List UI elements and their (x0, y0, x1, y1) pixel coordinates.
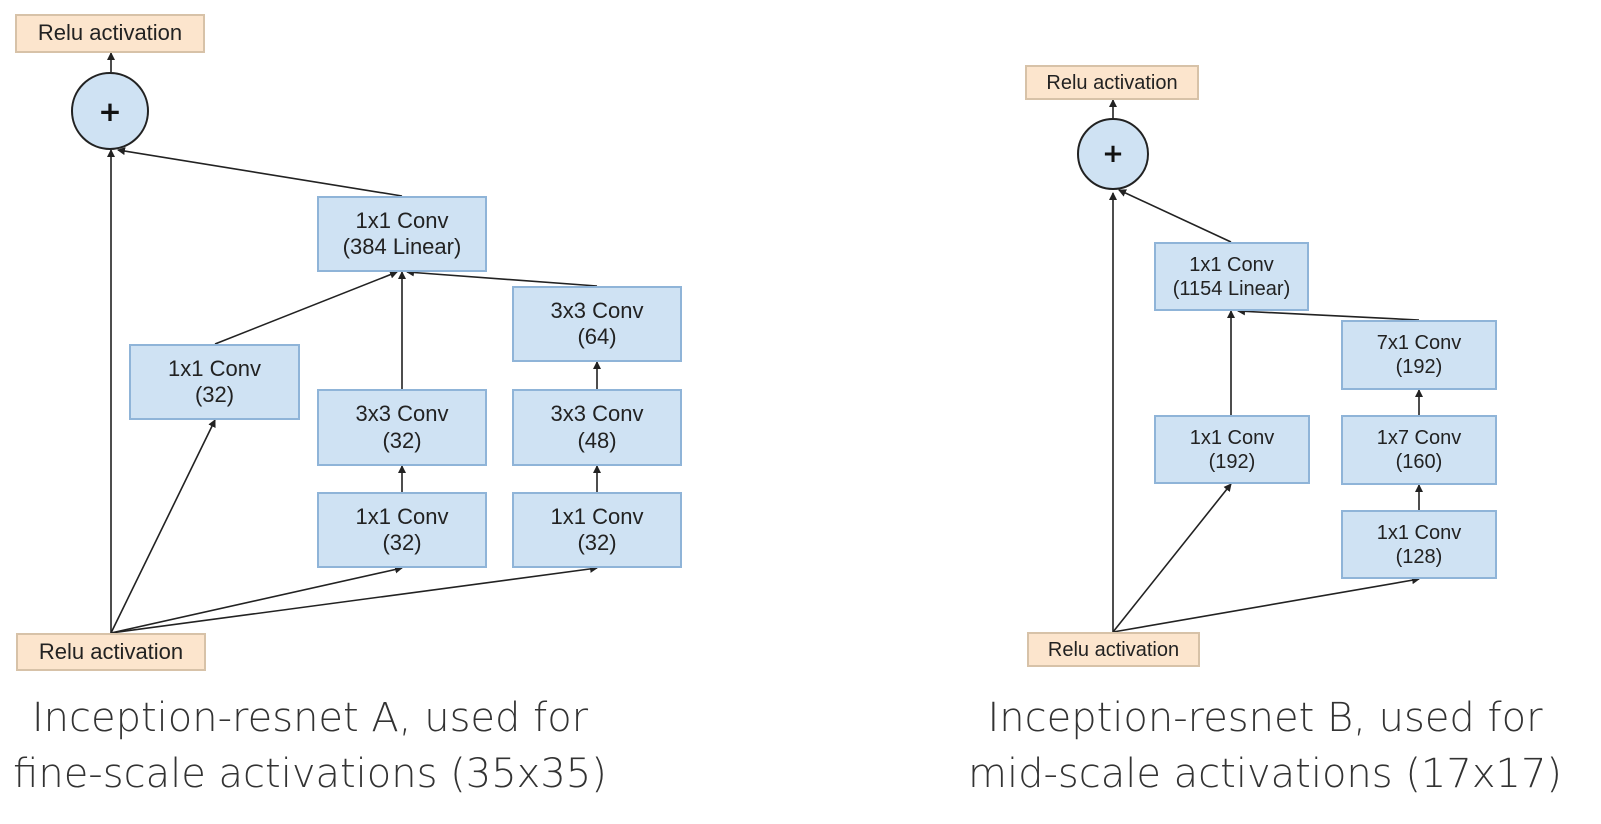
b-project-conv-box: 1x1 Conv (1154 Linear) (1154, 242, 1309, 311)
b-branch2-conv2-title: 1x7 Conv (1376, 427, 1462, 449)
b-add-symbol: + (1102, 139, 1124, 169)
a-branch3-conv2-title: 3x3 Conv (550, 401, 644, 427)
a-branch3-conv1-box: 1x1 Conv (32) (512, 492, 682, 568)
a-branch1-conv-box: 1x1 Conv (32) (129, 344, 300, 420)
b-caption-line-1: Inception-resnet B, used for (987, 695, 1543, 741)
a-branch2-conv2-detail: (32) (382, 427, 422, 453)
a-caption-line-1: Inception-resnet A, used for (31, 695, 589, 741)
a-output-relu-box: Relu activation (15, 14, 205, 53)
a-add-node: + (71, 72, 149, 150)
b-output-relu-label: Relu activation (1046, 71, 1178, 94)
a-input-to-branch1-arrow (110, 419, 216, 634)
a-branch1-conv-detail: (32) (194, 382, 235, 407)
b-input-to-branch1-arrow (1112, 483, 1232, 633)
b-branch2-conv1-title: 1x1 Conv (1376, 521, 1462, 544)
b-branch2-conv2-detail: (160) (1395, 451, 1443, 473)
b-input-to-branch2-arrow (1112, 576, 1420, 633)
a-branch3-conv3-box: 3x3 Conv (64) (512, 286, 682, 362)
b-branch2-conv1-detail: (128) (1395, 545, 1443, 568)
a-add-symbol: + (98, 94, 122, 128)
a-branch3-conv2-detail: (48) (577, 427, 617, 453)
b-branch2-conv2-box: 1x7 Conv (160) (1341, 415, 1497, 485)
b-input-relu-label: Relu activation (1047, 638, 1180, 661)
a-project-to-plus-arrow (117, 147, 403, 197)
a-branch2-conv1-title: 1x1 Conv (355, 503, 449, 529)
a-branch2-conv2-title: 3x3 Conv (355, 401, 449, 427)
a-caption-line-2: fine-scale activations (35x35) (13, 751, 607, 797)
a-branch2-conv1-box: 1x1 Conv (32) (317, 492, 487, 568)
a-branch3-conv3-title: 3x3 Conv (550, 297, 644, 323)
b-branch2-conv1-box: 1x1 Conv (128) (1341, 510, 1497, 579)
b-input-relu-box: Relu activation (1027, 632, 1200, 667)
a-project-conv-detail: (384 Linear) (342, 234, 462, 259)
b-branch1-conv-title: 1x1 Conv (1189, 426, 1275, 449)
a-project-conv-box: 1x1 Conv (384 Linear) (317, 196, 487, 272)
a-branch3-conv3-detail: (64) (577, 324, 617, 349)
a-input-to-branch3-arrow (110, 564, 598, 634)
diagram-b-connections (1109, 99, 1423, 633)
b-project-to-plus-arrow (1118, 189, 1232, 243)
b-add-node: + (1077, 118, 1149, 190)
b-branch1-conv-detail: (192) (1208, 450, 1256, 473)
b-branch2-conv3-detail: (192) (1395, 356, 1443, 378)
b-project-conv-detail: (1154 Linear) (1172, 277, 1291, 300)
a-project-conv-title: 1x1 Conv (355, 207, 449, 233)
a-branch1-to-project-arrow (214, 270, 398, 345)
b-branch2-conv3-box: 7x1 Conv (192) (1341, 320, 1497, 390)
a-branch2-conv2-box: 3x3 Conv (32) (317, 389, 487, 466)
a-input-relu-box: Relu activation (16, 633, 206, 671)
a-branch3-conv2-box: 3x3 Conv (48) (512, 389, 682, 466)
b-caption-line-2: mid-scale activations (17x17) (967, 751, 1563, 797)
a-input-relu-label: Relu activation (38, 638, 184, 664)
a-output-relu-label: Relu activation (37, 20, 183, 46)
a-branch3-to-project-arrow (406, 268, 598, 287)
b-caption: Inception-resnet B, used for mid-scale a… (950, 690, 1580, 802)
a-branch2-conv1-detail: (32) (382, 530, 422, 555)
b-branch2-conv3-title: 7x1 Conv (1376, 332, 1462, 354)
b-output-relu-box: Relu activation (1025, 65, 1199, 100)
b-project-conv-title: 1x1 Conv (1189, 253, 1274, 276)
a-branch3-conv1-detail: (32) (577, 530, 617, 555)
a-caption: Inception-resnet A, used for fine-scale … (0, 690, 620, 802)
b-branch2-to-project-arrow (1237, 307, 1420, 321)
b-branch1-conv-box: 1x1 Conv (192) (1154, 415, 1310, 484)
a-input-to-branch2-arrow (110, 565, 403, 634)
diagram-a-connections (107, 52, 601, 634)
a-branch3-conv1-title: 1x1 Conv (550, 503, 644, 529)
a-branch1-conv-title: 1x1 Conv (168, 355, 261, 381)
